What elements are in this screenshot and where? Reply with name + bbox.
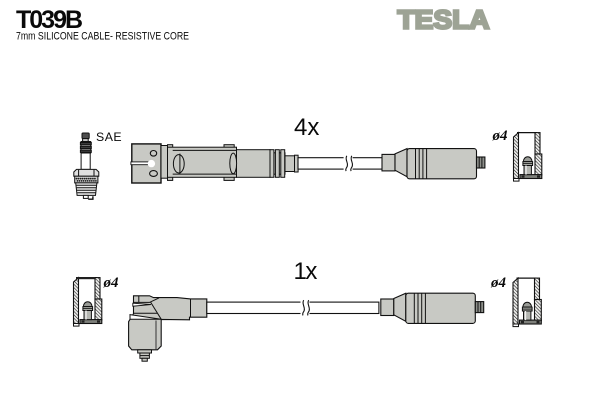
svg-text:T039B: T039B	[16, 6, 82, 34]
svg-text:ø4: ø4	[490, 275, 507, 291]
svg-text:TESLA: TESLA	[398, 5, 490, 35]
svg-text:7mm SILICONE CABLE- RESISTIVE: 7mm SILICONE CABLE- RESISTIVE CORE	[16, 31, 189, 43]
svg-text:4x: 4x	[294, 114, 319, 141]
svg-text:SAE: SAE	[96, 130, 122, 144]
svg-text:ø4: ø4	[103, 275, 120, 291]
svg-text:ø4: ø4	[492, 128, 509, 144]
svg-text:1x: 1x	[294, 258, 318, 285]
